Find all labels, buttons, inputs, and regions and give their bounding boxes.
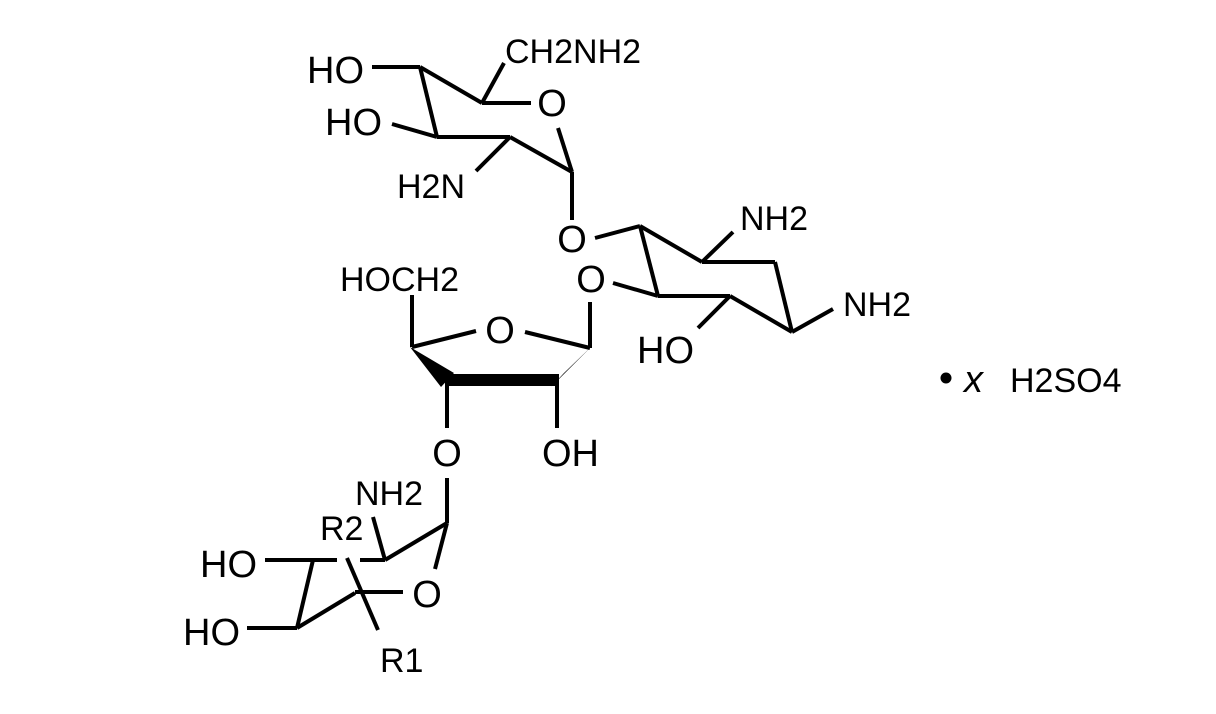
hydroxyl-label: HO xyxy=(325,102,382,144)
multiplier-label: x xyxy=(962,359,985,401)
bond xyxy=(480,62,506,104)
amine-label: NH2 xyxy=(740,200,808,238)
bond xyxy=(371,516,387,561)
bond xyxy=(556,127,574,173)
r2-label: R2 xyxy=(320,510,363,548)
hydroxyl-label: HO xyxy=(200,544,257,586)
bond xyxy=(773,261,794,333)
bond xyxy=(383,521,449,562)
bonds xyxy=(247,62,834,631)
wedge-bond xyxy=(551,346,592,387)
glycosidic-oxygen-label: O xyxy=(576,259,606,301)
hydroxyl-label: OH xyxy=(542,433,599,475)
bond xyxy=(638,225,660,297)
aminomethyl-label: CH2NH2 xyxy=(505,33,641,71)
amine-label: NH2 xyxy=(843,286,911,324)
bond xyxy=(433,522,449,570)
bond xyxy=(474,135,512,173)
bond xyxy=(411,329,477,349)
amine-label: H2N xyxy=(397,168,465,206)
bond xyxy=(345,557,380,631)
r1-label: R1 xyxy=(380,642,423,680)
bond xyxy=(418,65,484,105)
bullet-icon xyxy=(940,372,952,384)
bond xyxy=(700,230,735,264)
glycosidic-oxygen-label: O xyxy=(557,219,587,261)
bond xyxy=(612,281,659,298)
salt-annotation: x H2SO4 xyxy=(940,359,1122,401)
bond xyxy=(638,224,704,264)
sulfuric-acid-label: H2SO4 xyxy=(1010,362,1122,400)
ring-oxygen-label: O xyxy=(485,310,515,352)
ring-oxygen-label: O xyxy=(412,574,442,616)
bond xyxy=(791,307,834,334)
glycosidic-oxygen-label: O xyxy=(432,433,462,475)
hydroxyl-label: HO xyxy=(637,330,694,372)
bond xyxy=(696,294,732,330)
wedge-bond xyxy=(410,347,454,387)
hydroxymethyl-label: HOCH2 xyxy=(340,261,459,299)
bond xyxy=(295,591,357,630)
bond xyxy=(594,224,641,240)
bond xyxy=(728,294,794,334)
hydroxyl-label: HO xyxy=(307,50,364,92)
bond xyxy=(418,66,439,138)
bond xyxy=(509,135,573,174)
hydroxyl-label: HO xyxy=(183,612,240,654)
bond xyxy=(295,559,315,629)
bond xyxy=(391,122,438,139)
ring-oxygen-label: O xyxy=(537,83,567,125)
bond xyxy=(524,330,591,350)
amine-label: NH2 xyxy=(355,475,423,513)
atom-labels: HO CH2NH2 O HO H2N O O NH2 NH2 HO HOCH2 … xyxy=(183,33,911,680)
